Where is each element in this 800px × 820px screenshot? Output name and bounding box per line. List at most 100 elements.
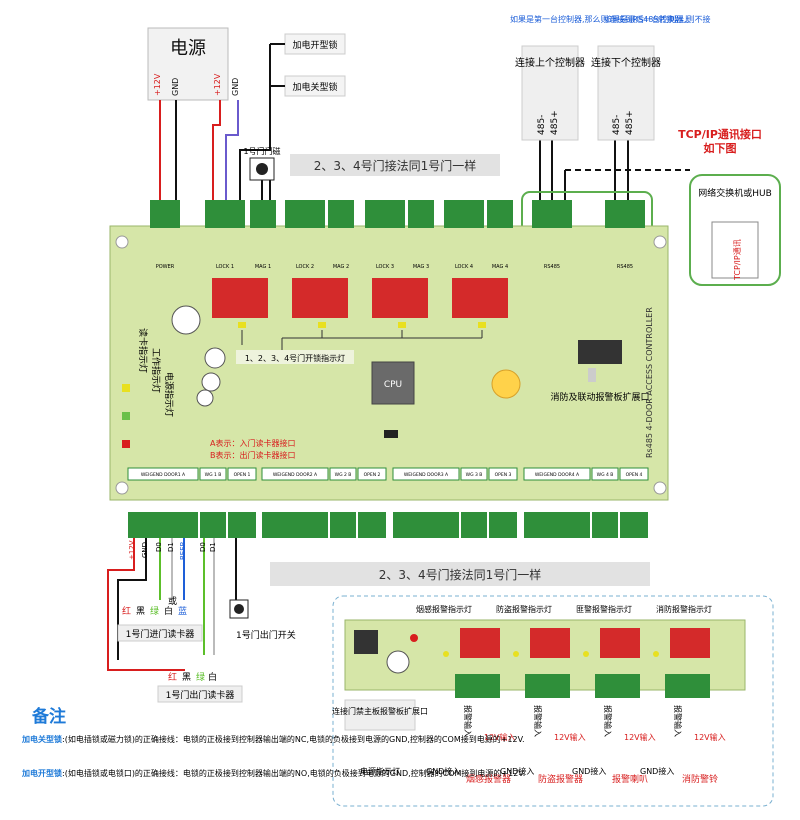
wg-header-2b: WG 2 B <box>335 472 352 478</box>
open-lock-label: 加电开型锁 <box>292 39 337 51</box>
reader-out-box <box>157 685 243 703</box>
power-supply-box <box>147 27 229 101</box>
alarm-relays <box>460 628 710 658</box>
wg-header-2a: WEIGEND DOOR2 A <box>273 472 318 478</box>
rs485-plus-b: 485+ <box>625 110 635 135</box>
cpu-chip <box>371 361 415 405</box>
power-port-label: POWER <box>156 264 175 270</box>
wg-header-4b: WG 4 B <box>597 472 614 478</box>
relays <box>212 278 508 318</box>
bottom-terminal-blocks <box>128 512 648 538</box>
open-header-3: OPEN 3 <box>495 472 512 478</box>
lamp-label: 1、2、3、4号门开锁指示灯 <box>245 353 345 363</box>
same-wiring-text-bottom: 2、3、4号门接法同1号门一样 <box>379 567 542 582</box>
power-gnd-b: GND <box>231 78 240 96</box>
power-12v-b: +12V <box>213 73 222 96</box>
connect-next-box <box>597 45 655 141</box>
wire-d0-b: D0 <box>199 542 207 552</box>
same-wiring-banner <box>290 154 500 176</box>
v12-3: 12V输入 <box>624 732 656 742</box>
alarm-main-port: 连接门禁主板报警板扩展口 <box>332 706 428 716</box>
reader-out-label: 1号门出门读卡器 <box>166 689 235 701</box>
wire-d0: D0 <box>155 542 163 552</box>
device-bell: 消防警铃 <box>682 773 718 785</box>
wg-header-3a: WEIGEND DOOR3 A <box>404 472 449 478</box>
wire-gnd: GND <box>141 542 149 558</box>
open-header-4: OPEN 4 <box>626 472 643 478</box>
lock-3-label: LOCK 3 <box>376 264 394 270</box>
out-color-red: 红 <box>168 671 177 683</box>
lock-2-label: LOCK 2 <box>296 264 314 270</box>
rs485-port-b: RS485 <box>617 264 633 270</box>
open-header-1: OPEN 1 <box>234 472 251 478</box>
color-red: 红 <box>122 605 131 617</box>
connect-next-label: 连接下个控制器 <box>591 56 661 69</box>
exit-switch-label: 1号门出门开关 <box>236 629 296 641</box>
battery <box>491 369 521 399</box>
or-word-1: 或 <box>168 595 177 607</box>
tcp-port-label: TCP/IP通讯 <box>732 239 742 281</box>
notes-title: 备注 <box>31 706 66 727</box>
a-note: A表示：入门读卡器接口 <box>210 438 295 448</box>
gnd-3: GND接入 <box>572 766 606 776</box>
power-led-label: 电源指示灯 <box>163 372 175 417</box>
wire-12v: +12V <box>128 540 136 560</box>
lamp-label-bg <box>236 350 354 364</box>
lock-leds <box>238 322 486 328</box>
board-title: Rs485 4-DOOR ACCESS CONTROLLER <box>645 307 654 458</box>
tcp-title: TCP/IP通讯接口 <box>678 127 762 141</box>
top-wires <box>159 43 690 200</box>
wg-header-3b: WG 3 B <box>466 472 483 478</box>
work-led-label: 工作指示灯 <box>150 348 162 393</box>
out-color-green: 绿 <box>196 671 205 683</box>
wire-beep: BEEP <box>179 542 187 560</box>
alarm-region <box>332 595 774 807</box>
gnd-2: GND接入 <box>500 766 534 776</box>
color-black: 黑 <box>136 606 145 617</box>
fire-expansion-header <box>578 340 622 364</box>
tcp-switch-label: 网络交换机或HUB <box>698 187 772 199</box>
alarm-input-4: 报警输入 <box>673 705 683 737</box>
wire-d1-b: D1 <box>209 542 217 552</box>
color-green: 绿 <box>150 605 159 617</box>
reader-in-box <box>117 624 203 642</box>
rs485-port-a: RS485 <box>544 264 560 270</box>
alarm-power-lamp: 电源指示灯 <box>360 766 400 776</box>
v12-1: 12V输入 <box>484 732 516 742</box>
alarm-power-led <box>410 634 418 642</box>
lamp-fire: 消防报警指示灯 <box>656 604 712 614</box>
open-header-2: OPEN 2 <box>364 472 381 478</box>
power-title: 电源 <box>170 38 206 59</box>
connect-prev-label: 连接上个控制器 <box>515 56 585 69</box>
out-color-white: 白 <box>208 671 217 683</box>
same-wiring-text: 2、3、4号门接法同1号门一样 <box>314 158 477 173</box>
tcp-subtitle: 如下图 <box>704 141 737 155</box>
mag-3-label: MAG 3 <box>413 264 429 270</box>
wg-header-4a: WEIGEND DOOR4 A <box>535 472 580 478</box>
rs485-plus-a: 485+ <box>550 110 560 135</box>
alarm-terminals <box>455 674 710 698</box>
tcp-port-icon <box>711 221 759 279</box>
rs485-minus-a: 485- <box>537 115 547 135</box>
lock-1-label: LOCK 1 <box>216 264 234 270</box>
power-12v: +12V <box>153 73 162 96</box>
weigand-terminals <box>127 467 649 481</box>
reader-in-label: 1号门进门读卡器 <box>126 628 195 640</box>
cpu-label: CPU <box>384 380 402 390</box>
color-blue: 蓝 <box>178 605 187 617</box>
lamp-smoke: 烟感报警指示灯 <box>416 604 472 614</box>
note-first-controller: 如果是第一台控制器,那么则连接到RS485转换器上 <box>510 14 690 24</box>
gnd-4: GND接入 <box>640 766 674 776</box>
device-smoke: 烟感报警器 <box>466 773 511 785</box>
reader-wires <box>107 538 237 671</box>
device-theft: 防盗报警器 <box>538 773 583 785</box>
alarm-main-port-box <box>344 699 416 731</box>
same-wiring-banner-bottom <box>270 562 650 586</box>
wg-header-1a: WEIGEND DOOR1 A <box>141 472 186 478</box>
alarm-input-3: 报警输入 <box>603 705 613 737</box>
wire-d1: D1 <box>167 542 175 552</box>
note-close: 加电关型锁:(如电插锁或磁力锁)的正确接线：电锁的正极接到控制器输出端的NC,电… <box>21 734 525 744</box>
device-horn: 报警喇叭 <box>612 773 648 785</box>
power-gnd: GND <box>171 78 180 96</box>
